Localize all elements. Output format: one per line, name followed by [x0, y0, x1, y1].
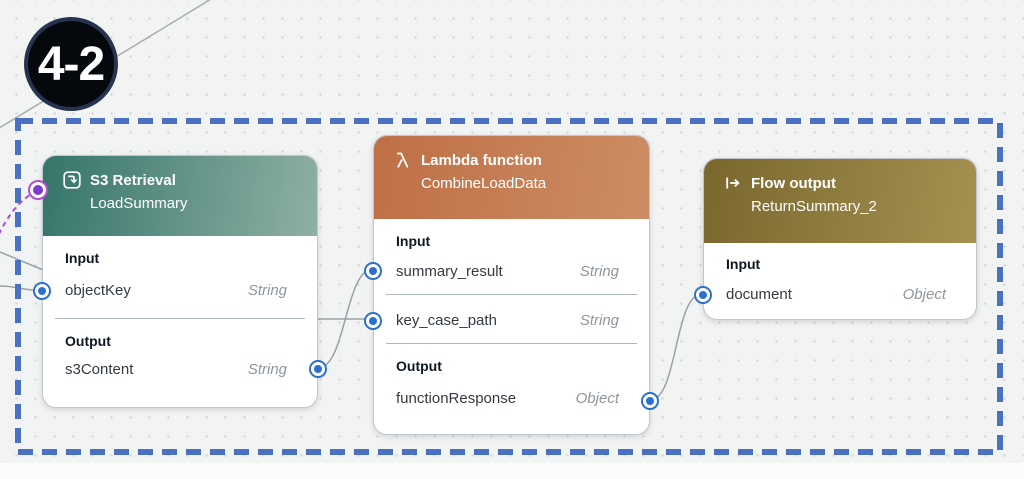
node-type-label: S3 Retrieval: [90, 171, 176, 189]
canvas-bottom-strip: [0, 463, 1024, 479]
param-name: objectKey: [65, 282, 131, 299]
param-type: Object: [902, 286, 946, 303]
param-name: s3Content: [65, 361, 134, 378]
port-input-key_case_path[interactable]: [364, 312, 382, 330]
flow-output-icon: [724, 174, 742, 192]
section-divider: [386, 343, 637, 344]
param-type: Object: [575, 390, 619, 407]
node-instance-name: ReturnSummary_2: [751, 198, 877, 215]
param-row-functionResponse: functionResponse Object: [374, 390, 649, 408]
section-label-input: Input: [396, 233, 431, 249]
param-name: functionResponse: [396, 390, 517, 407]
node-type-label: Flow output: [751, 174, 836, 192]
param-row-document: document Object: [704, 286, 976, 304]
section-label-input: Input: [65, 250, 100, 266]
node-flow-output[interactable]: Flow output ReturnSummary_2 Input docume…: [694, 158, 977, 320]
node-header: Lambda function CombineLoadData: [374, 136, 649, 219]
step-badge-label: 4-2: [37, 37, 105, 91]
section-label-input: Input: [726, 256, 761, 272]
param-row-s3Content: s3Content String: [43, 361, 317, 379]
edge-condition-dashed-purple[interactable]: [0, 190, 38, 238]
highlight-dashed-rectangle: [15, 118, 1003, 455]
param-row-summary_result: summary_result String: [374, 263, 649, 281]
param-name: summary_result: [396, 263, 503, 280]
lambda-icon: [394, 151, 412, 169]
section-label-output: Output: [65, 333, 111, 349]
node-instance-name: LoadSummary: [90, 195, 188, 212]
port-output-s3Content[interactable]: [309, 360, 327, 378]
param-row-key_case_path: key_case_path String: [374, 312, 649, 330]
param-name: document: [726, 286, 792, 303]
port-header-condition[interactable]: [28, 180, 48, 200]
step-badge: 4-2: [24, 17, 118, 111]
node-lambda-function[interactable]: Lambda function CombineLoadData Input su…: [364, 135, 659, 435]
row-divider: [386, 294, 637, 295]
param-type: String: [579, 263, 619, 280]
node-s3-retrieval[interactable]: S3 Retrieval LoadSummary Input objectKey…: [28, 155, 327, 408]
port-input-document[interactable]: [694, 286, 712, 304]
port-input-objectKey[interactable]: [33, 282, 51, 300]
param-name: key_case_path: [396, 312, 497, 329]
node-header: S3 Retrieval LoadSummary: [43, 156, 317, 236]
param-type: String: [247, 361, 287, 378]
section-label-output: Output: [396, 358, 442, 374]
node-instance-name: CombineLoadData: [421, 175, 547, 192]
edge-functionResponse-to-document[interactable]: [649, 293, 703, 401]
param-type: String: [579, 312, 619, 329]
node-header: Flow output ReturnSummary_2: [704, 159, 976, 243]
port-output-functionResponse[interactable]: [641, 392, 659, 410]
param-type: String: [247, 282, 287, 299]
param-row-objectKey: objectKey String: [43, 282, 317, 300]
node-type-label: Lambda function: [421, 151, 542, 169]
port-input-summary_result[interactable]: [364, 262, 382, 280]
section-divider: [55, 318, 305, 319]
s3-retrieval-icon: [63, 171, 81, 189]
